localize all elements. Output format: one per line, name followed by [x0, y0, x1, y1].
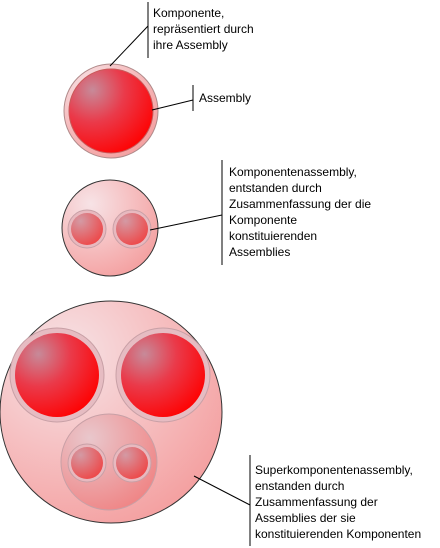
super-component-assembly-label-line: Assemblies der sie	[255, 511, 356, 525]
component-assembly-label: Komponentenassembly, entstanden durch Zu…	[229, 165, 374, 259]
sub-assembly-circle	[116, 213, 148, 245]
super-component-assembly-label: Superkomponentenassembly, enstanden durc…	[255, 463, 421, 541]
assembly-circle	[68, 68, 154, 154]
inner-assembly-circle	[15, 333, 99, 417]
super-component-assembly-group	[0, 300, 223, 524]
assembly-label: Assembly	[199, 91, 251, 105]
super-component-assembly-label-line: Superkomponentenassembly,	[255, 463, 413, 477]
component-assembly-label-line: Komponente	[229, 213, 297, 227]
component-label-line: Komponente,	[153, 6, 224, 20]
super-component-assembly-label-line: konstituierenden Komponenten	[255, 527, 421, 541]
component-assembly-label-line: entstanden durch	[229, 181, 322, 195]
assembly-leader-line	[151, 99, 194, 111]
component-label-line: repräsentiert durch	[153, 22, 254, 36]
component-assembly-label-line: Komponentenassembly,	[229, 165, 357, 179]
component-assembly-label-line: Assemblies	[229, 245, 290, 259]
component-label: Komponente, repräsentiert durch ihre Ass…	[153, 6, 257, 52]
component-assembly-label-line: konstituierenden	[229, 229, 317, 243]
component-leader-line	[109, 25, 149, 67]
assembly-label-line: Assembly	[199, 91, 251, 105]
inner-assembly-circle	[121, 333, 205, 417]
component-label-line: ihre Assembly	[153, 38, 228, 52]
sub-assembly-circle	[116, 447, 148, 479]
super-component-assembly-label-line: Zusammenfassung der	[255, 495, 378, 509]
super-component-assembly-label-line: enstanden durch	[255, 479, 344, 493]
sub-assembly-circle	[71, 447, 103, 479]
super-component-assembly-leader-line	[193, 475, 251, 506]
component-assembly-group	[61, 179, 159, 277]
component-group	[63, 63, 159, 159]
sub-assembly-circle	[71, 213, 103, 245]
component-assembly-leader-line	[149, 214, 223, 231]
component-assembly-label-line: Zusammenfassung der die	[229, 197, 371, 211]
inner-component-assembly-circle	[60, 413, 158, 511]
